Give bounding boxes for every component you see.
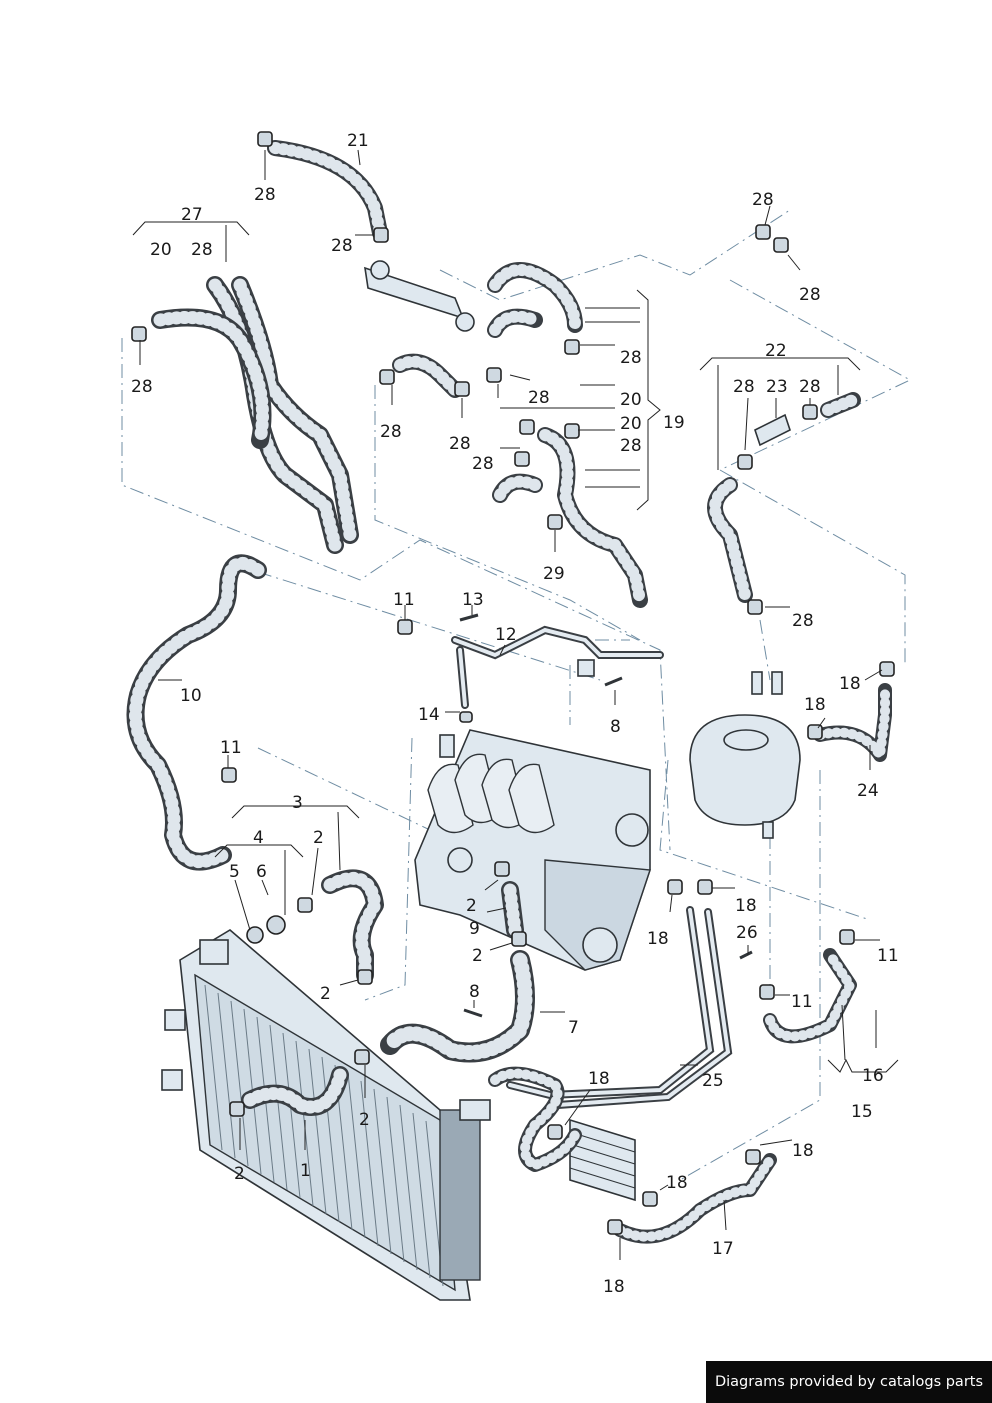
callout-28: 28 [752,190,774,210]
callout-26: 26 [736,923,758,943]
callout-1: 1 [300,1161,311,1181]
callout-20: 20 [620,414,642,434]
callout-22: 22 [765,341,787,361]
callout-2: 2 [466,896,477,916]
callout-11: 11 [220,738,242,758]
callout-2: 2 [320,984,331,1004]
callout-10: 10 [180,686,202,706]
footer-credit-text: Diagrams provided by catalogs parts [714,1374,984,1390]
callout-6: 6 [256,862,267,882]
callout-3: 3 [292,793,303,813]
callout-15: 15 [851,1102,873,1122]
callout-2: 2 [234,1164,245,1184]
expansion-tank [689,671,801,839]
radiator [161,929,491,1301]
callout-2: 2 [472,946,483,966]
callout-18: 18 [588,1069,610,1089]
callout-7: 7 [568,1018,579,1038]
callout-11: 11 [791,992,813,1012]
callout-8: 8 [610,717,621,737]
metal-pipe-12 [451,625,664,709]
callout-13: 13 [462,590,484,610]
callout-28: 28 [620,436,642,456]
callout-9: 9 [469,919,480,939]
callout-28: 28 [254,185,276,205]
callout-28: 28 [191,240,213,260]
metal-pipe-25 [506,906,733,1109]
callout-12: 12 [495,625,517,645]
callout-18: 18 [666,1173,688,1193]
callout-28: 28 [792,611,814,631]
callout-8: 8 [469,982,480,1002]
callout-28: 28 [799,285,821,305]
callout-19: 19 [663,413,685,433]
callout-17: 17 [712,1239,734,1259]
callout-18: 18 [603,1277,625,1297]
callout-18: 18 [804,695,826,715]
clamps [131,131,895,1235]
callout-28: 28 [620,348,642,368]
footer-credit-badge: Diagrams provided by catalogs parts [706,1361,992,1403]
callout-27: 27 [181,205,203,225]
callout-18: 18 [647,929,669,949]
callout-29: 29 [543,564,565,584]
callout-2: 2 [359,1110,370,1130]
callout-11: 11 [393,590,415,610]
callout-28: 28 [799,377,821,397]
engine-block [414,729,651,971]
oil-cooler [569,1118,636,1202]
callout-28: 28 [380,422,402,442]
callout-21: 21 [347,131,369,151]
bolts [459,613,753,1018]
coolant-flange-21 [364,260,475,332]
callout-28: 28 [733,377,755,397]
callout-28: 28 [528,388,550,408]
leader-lines [132,149,899,1260]
assembly-lines [121,209,912,1181]
callout-18: 18 [735,896,757,916]
callout-20: 20 [150,240,172,260]
callout-28: 28 [449,434,471,454]
callout-2: 2 [313,828,324,848]
callout-20: 20 [620,390,642,410]
callout-28: 28 [472,454,494,474]
callout-16: 16 [862,1066,884,1086]
callout-28: 28 [131,377,153,397]
callout-28: 28 [331,236,353,256]
callout-4: 4 [253,828,264,848]
callout-11: 11 [877,946,899,966]
callout-18: 18 [792,1141,814,1161]
hoses [126,140,892,1244]
callout-23: 23 [766,377,788,397]
callout-14: 14 [418,705,440,725]
callout-25: 25 [702,1071,724,1091]
callout-24: 24 [857,781,879,801]
callout-5: 5 [229,862,240,882]
callout-18: 18 [839,674,861,694]
callout-labels: 21 28 27 20 28 28 28 28 28 28 28 28 20 2… [131,131,899,1297]
